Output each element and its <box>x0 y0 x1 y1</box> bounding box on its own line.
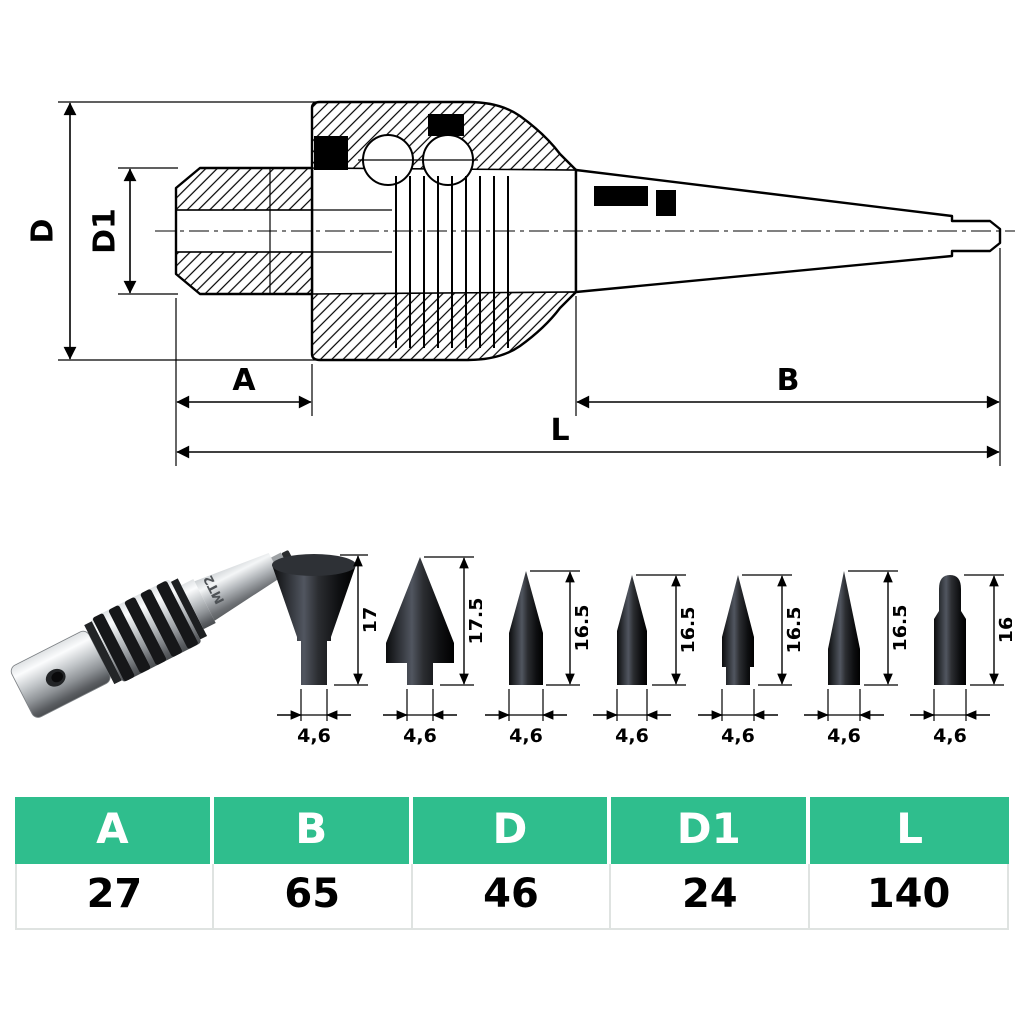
technical-drawing: D D1 A B L <box>26 100 1015 466</box>
tip-shape <box>722 575 754 685</box>
tip-shape <box>272 565 356 685</box>
dimension-label-b: B <box>777 363 800 398</box>
seal-block <box>428 114 464 136</box>
dimension-label-l: L <box>550 413 569 448</box>
table-header-b: B <box>213 797 413 864</box>
table-value-l: 140 <box>810 864 1009 930</box>
collar <box>181 579 216 630</box>
table-value-a: 27 <box>15 864 214 930</box>
tip-figure-5: 16,5 4,6 <box>698 574 801 745</box>
tip-figure-7: 16 4,6 <box>910 574 1013 745</box>
table-value-d: 46 <box>412 864 612 930</box>
grip-ring <box>170 578 208 640</box>
tips-row: 17 4,6 17,5 4,6 16,5 4,6 16,5 <box>270 545 1012 745</box>
tip-height-label: 16,5 <box>784 607 801 654</box>
tip-width-label: 4,6 <box>297 725 331 745</box>
tip-width-label: 4,6 <box>721 725 755 745</box>
tip-figure-4: 16,5 4,6 <box>593 574 695 745</box>
spec-table: A B D D1 L 27 65 46 24 140 <box>15 797 1009 930</box>
dimension-label-d: D <box>26 219 61 244</box>
tip-top-face <box>272 554 356 576</box>
spec-table-header-row: A B D D1 L <box>15 797 1009 864</box>
tip-figure-3: 16,5 4,6 <box>485 570 589 745</box>
sleeve-section-bottom <box>175 251 313 295</box>
cross-hole-inner <box>51 671 64 683</box>
taper-shank-outline <box>574 168 1002 294</box>
grip-stripe <box>124 597 167 665</box>
shank-key-block <box>594 186 648 206</box>
tip-shape <box>828 571 860 685</box>
table-header-d1: D1 <box>611 797 811 864</box>
morse-taper-shank <box>194 552 282 621</box>
tip-height-label: 17 <box>360 607 377 633</box>
tip-height-label: 16,5 <box>890 605 907 652</box>
internal-ribs <box>395 176 509 348</box>
dimension-label-d1: D1 <box>88 208 123 254</box>
tip-width-label: 4,6 <box>403 725 437 745</box>
tip-shape <box>509 571 543 685</box>
tip-shape <box>386 557 454 685</box>
tip-width-label: 4,6 <box>615 725 649 745</box>
live-center-body: MT2 <box>10 550 295 718</box>
shank-key-block <box>656 190 676 216</box>
seal-block <box>314 136 348 170</box>
spec-table-value-row: 27 65 46 24 140 <box>15 864 1009 930</box>
tip-width-label: 4,6 <box>509 725 543 745</box>
table-value-b: 65 <box>213 864 413 930</box>
tip-figure-2: 17,5 4,6 <box>383 556 483 745</box>
live-center-photo: MT2 <box>10 550 295 718</box>
tip-shape <box>617 575 647 685</box>
sleeve-section-top <box>175 167 313 211</box>
grip-stripe <box>108 605 151 673</box>
tip-figure-1: 17 4,6 <box>272 554 377 745</box>
table-header-d: D <box>412 797 612 864</box>
tip-height-label: 16,5 <box>678 607 695 654</box>
table-header-l: L <box>810 797 1009 864</box>
grip-ring <box>84 621 122 685</box>
tip-width-label: 4,6 <box>933 725 967 745</box>
tip-height-label: 16,5 <box>572 605 589 652</box>
tip-shape <box>934 575 966 685</box>
tip-height-label: 17,5 <box>466 598 483 645</box>
grip-stripe <box>93 613 135 681</box>
grip-stripe <box>140 589 182 657</box>
tip-height-label: 16 <box>996 617 1013 643</box>
housing-section-bottom <box>311 291 578 361</box>
table-value-d1: 24 <box>611 864 811 930</box>
tip-figure-6: 16,5 4,6 <box>804 570 907 745</box>
table-header-a: A <box>15 797 214 864</box>
tip-width-label: 4,6 <box>827 725 861 745</box>
grip-stripe <box>156 581 198 649</box>
dimension-label-a: A <box>232 363 256 398</box>
